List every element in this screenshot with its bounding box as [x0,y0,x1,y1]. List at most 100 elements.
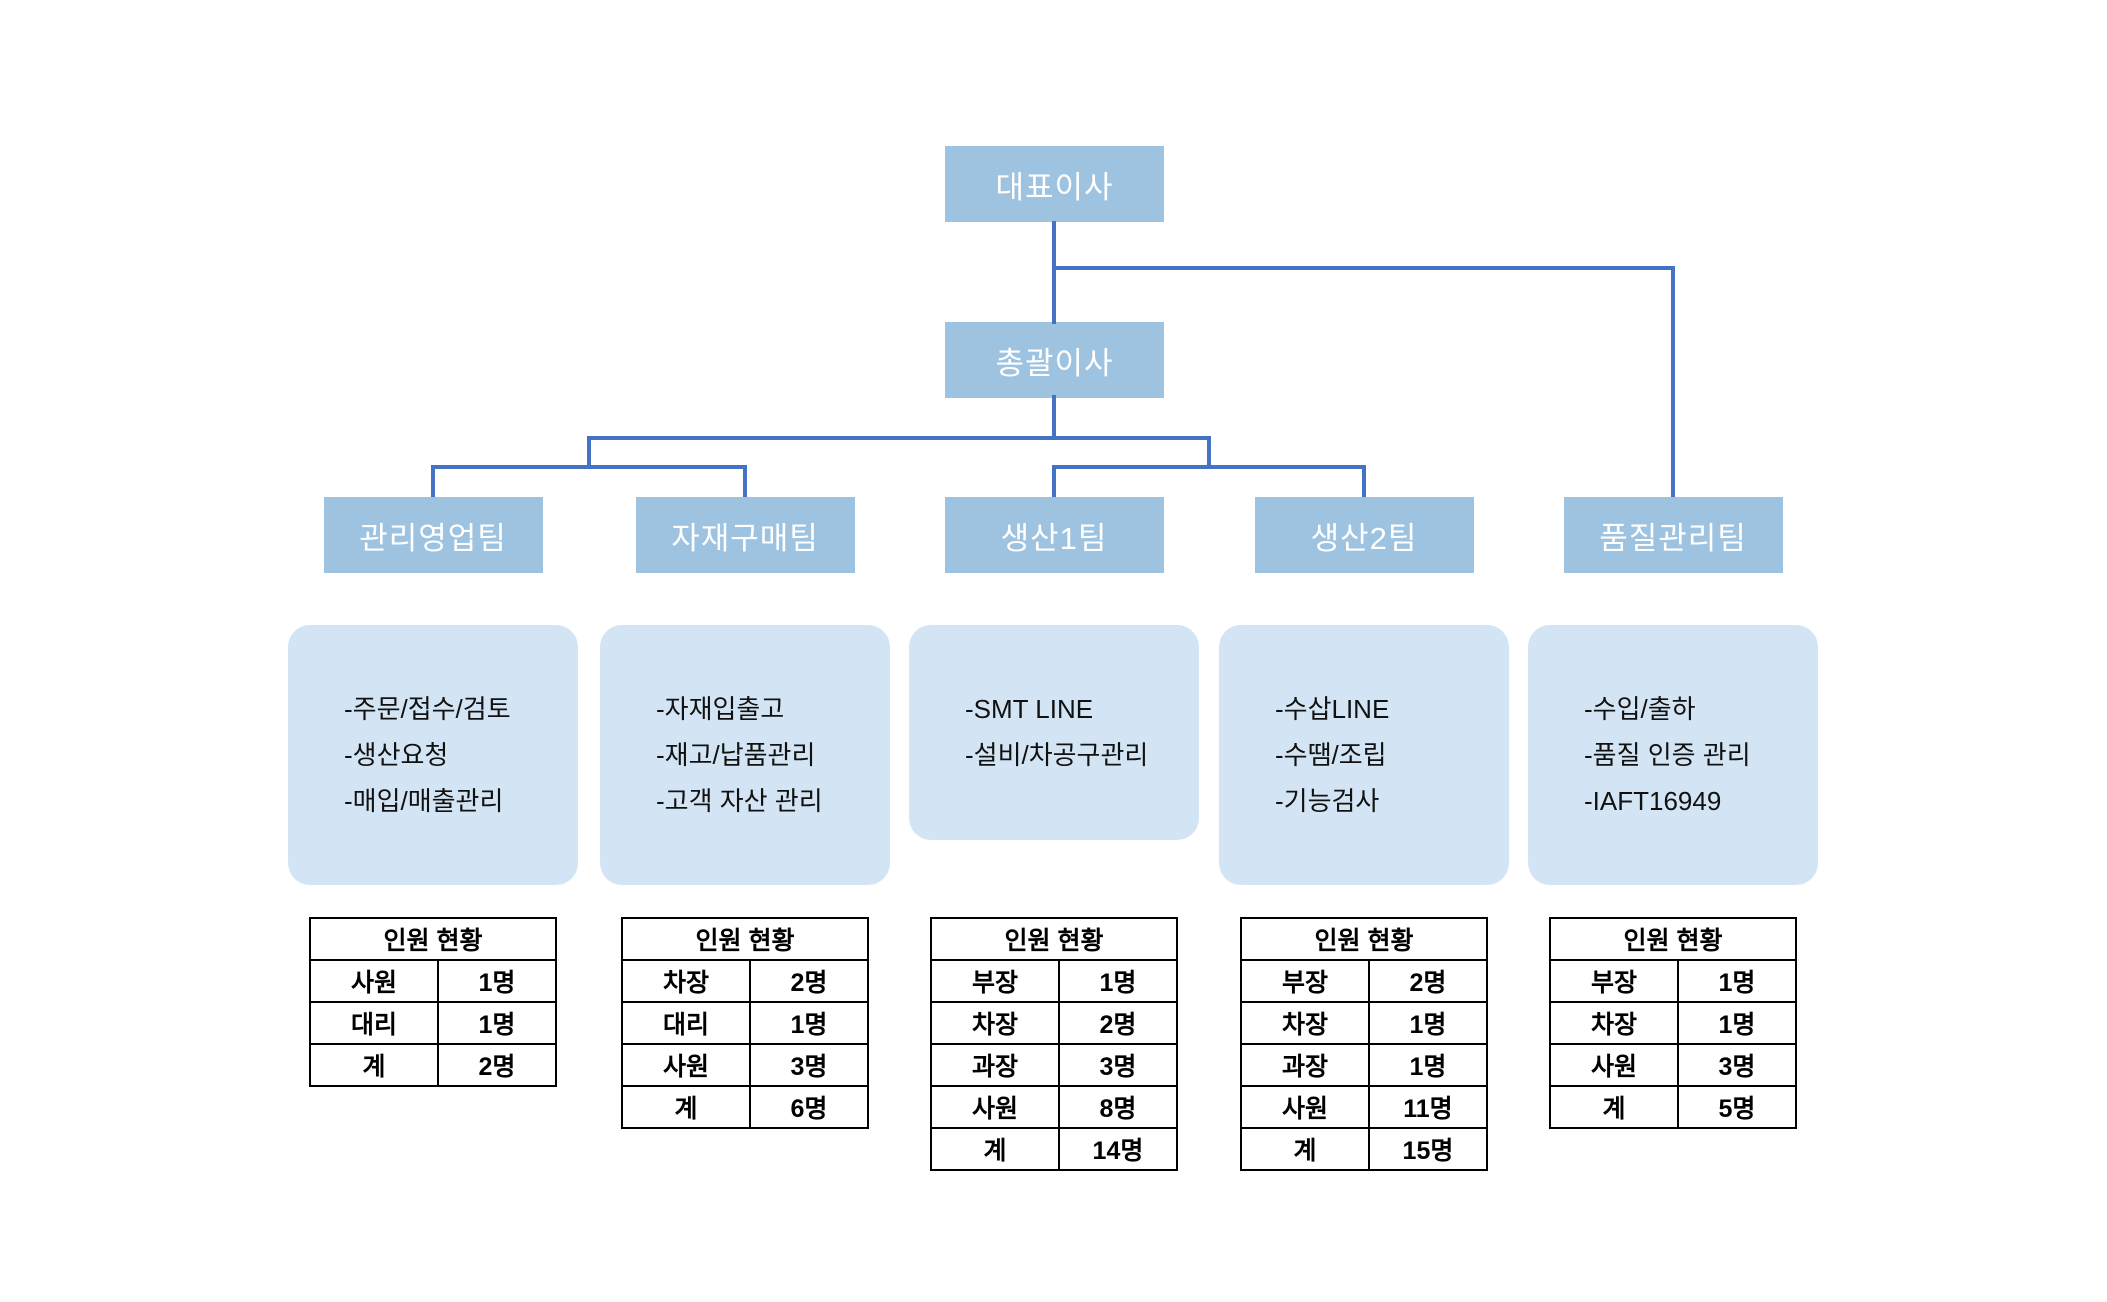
staff-table-title: 인원 현황 [309,917,557,961]
staff-count-cell: 15명 [1367,1127,1489,1171]
staff-table-title: 인원 현황 [930,917,1178,961]
connector-line [1207,436,1211,469]
duty-item: -매입/매출관리 [344,785,504,816]
connector-line [587,436,1211,440]
staff-count-cell: 1명 [1367,1043,1489,1087]
duty-item: -생산요청 [344,739,449,770]
duty-item: -수땜/조립 [1275,739,1387,770]
staff-table-header-row: 인원 현황 [621,917,869,961]
staff-count-cell: 2명 [748,959,870,1003]
duty-item: -자재입출고 [656,693,785,724]
staff-rank-cell: 계 [1549,1085,1679,1129]
duty-item: -주문/접수/검토 [344,693,511,724]
staff-count-cell: 6명 [748,1085,870,1129]
staff-count-cell: 1명 [748,1001,870,1045]
staff-rank-cell: 사원 [309,959,439,1003]
staff-count-cell: 14명 [1057,1127,1179,1171]
staff-count-cell: 1명 [1676,1001,1798,1045]
staff-count-cell: 1명 [436,1001,558,1045]
team-duties-panel-1: -자재입출고-재고/납품관리-고객 자산 관리 [600,625,890,885]
duty-item: -품질 인증 관리 [1584,739,1751,770]
duty-item: -수삽LINE [1275,693,1390,724]
duty-item: -수입/출하 [1584,693,1696,724]
team-duties-panel-4: -수입/출하 -품질 인증 관리 -IAFT16949 [1528,625,1818,885]
staff-rank-cell: 계 [309,1043,439,1087]
team-node-2: 생산1팀 [944,497,1164,573]
staff-table-title: 인원 현황 [1240,917,1488,961]
staff-rank-cell: 과장 [930,1043,1060,1087]
staff-rank-cell: 차장 [1549,1001,1679,1045]
staff-rank-cell: 부장 [1240,959,1370,1003]
staff-count-cell: 2명 [436,1043,558,1087]
staff-rank-cell: 차장 [930,1001,1060,1045]
staff-count-cell: 5명 [1676,1085,1798,1129]
staff-count-cell: 8명 [1057,1085,1179,1129]
staff-table-title: 인원 현황 [621,917,869,961]
duty-item: -기능검사 [1275,785,1380,816]
team-node-0: 관리영업팀 [323,497,543,573]
connector-line [587,436,591,469]
staff-count-cell: 1명 [436,959,558,1003]
staff-count-cell: 1명 [1367,1001,1489,1045]
staff-count-cell: 3명 [748,1043,870,1087]
staff-count-cell: 11명 [1367,1085,1489,1129]
connector-line [1052,395,1056,440]
team-node-4: 품질관리팀 [1563,497,1783,573]
duty-item: -고객 자산 관리 [656,785,823,816]
staff-rank-cell: 부장 [1549,959,1679,1003]
staff-count-cell: 2명 [1367,959,1489,1003]
connector-line [1054,266,1675,270]
connector-line [1052,465,1366,469]
staff-count-cell: 1명 [1057,959,1179,1003]
staff-table-header-row: 인원 현황 [1549,917,1797,961]
connector-line [431,465,747,469]
staff-rank-cell: 계 [1240,1127,1370,1171]
staff-count-cell: 2명 [1057,1001,1179,1045]
duty-item: -설비/차공구관리 [965,740,1149,770]
team-node-3: 생산2팀 [1254,497,1474,573]
staff-rank-cell: 사원 [930,1085,1060,1129]
node-ceo: 대표이사 [945,146,1164,222]
staff-rank-cell: 계 [621,1085,751,1129]
node-executive-director: 총괄이사 [945,322,1164,398]
staff-rank-cell: 대리 [621,1001,751,1045]
team-node-1: 자재구매팀 [635,497,855,573]
team-duties-panel-2: -SMT LINE-설비/차공구관리 [909,625,1199,840]
staff-rank-cell: 사원 [621,1043,751,1087]
staff-count-cell: 1명 [1676,959,1798,1003]
staff-rank-cell: 계 [930,1127,1060,1171]
staff-rank-cell: 과장 [1240,1043,1370,1087]
connector-line [1362,465,1366,499]
staff-rank-cell: 부장 [930,959,1060,1003]
staff-rank-cell: 차장 [621,959,751,1003]
staff-table-header-row: 인원 현황 [930,917,1178,961]
connector-line [743,465,747,499]
staff-table-title: 인원 현황 [1549,917,1797,961]
duty-item: -IAFT16949 [1584,785,1722,816]
connector-line [1052,465,1056,499]
